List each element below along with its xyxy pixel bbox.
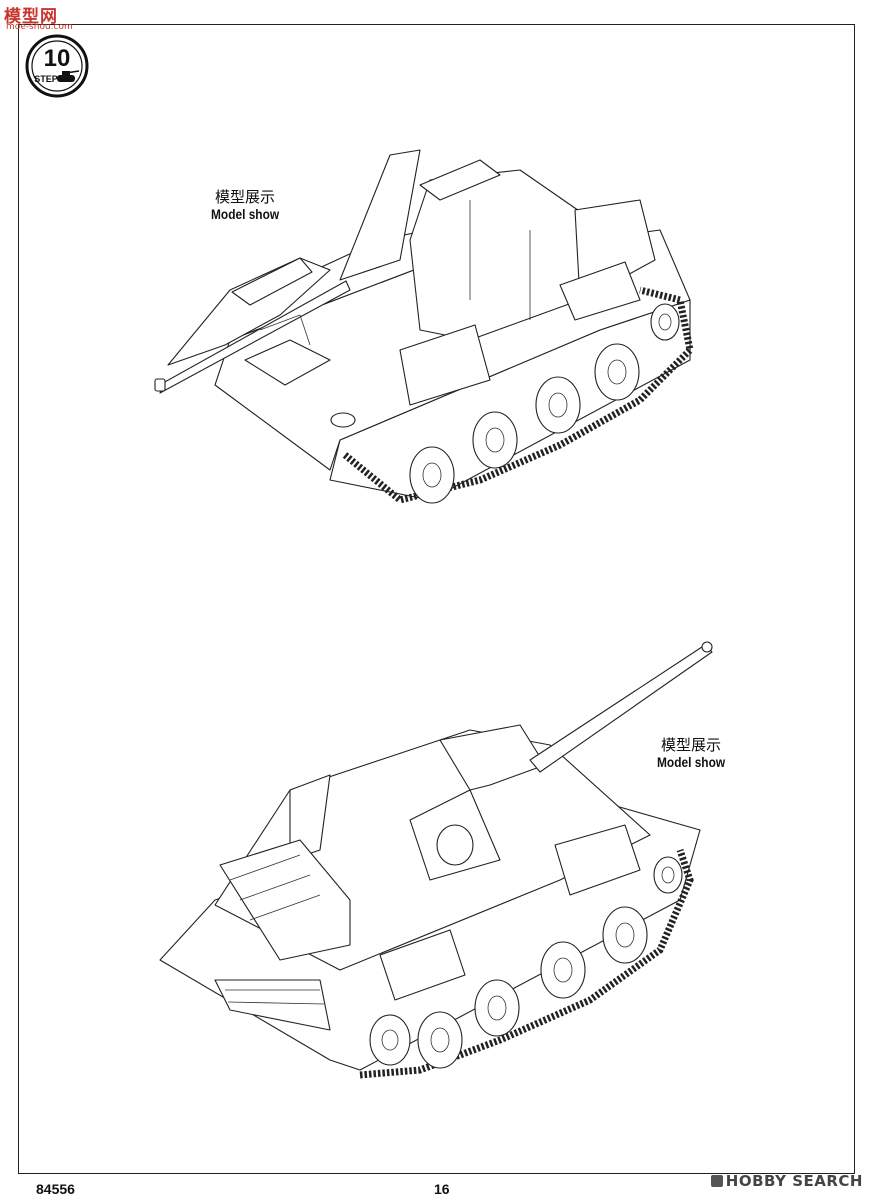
- watermark-logo: 模型网: [4, 7, 58, 27]
- step-badge: 10 STEP: [25, 34, 89, 98]
- kit-number: 84556: [36, 1181, 75, 1197]
- watermark-url: moe-shou.com: [6, 22, 73, 32]
- hobby-search-credit: HOBBY SEARCH: [710, 1172, 863, 1190]
- model-view-rear: [159, 641, 713, 1079]
- hobby-search-logo-icon: [710, 1175, 723, 1187]
- caption-model-show-2: 模型展示 Model show: [651, 736, 731, 771]
- caption-zh: 模型展示: [661, 736, 722, 754]
- model-view-front: [154, 149, 694, 504]
- page-frame: [18, 24, 855, 1174]
- caption-en: Model show: [657, 754, 726, 771]
- step-label: STEP: [34, 74, 58, 84]
- caption-zh: 模型展示: [215, 188, 276, 206]
- caption-en: Model show: [211, 206, 280, 223]
- caption-model-show-1: 模型展示 Model show: [205, 188, 285, 223]
- step-number: 10: [44, 45, 71, 72]
- page-number: 16: [434, 1181, 450, 1197]
- tank-icon: [57, 70, 80, 82]
- hobby-search-text: HOBBY SEARCH: [725, 1172, 863, 1190]
